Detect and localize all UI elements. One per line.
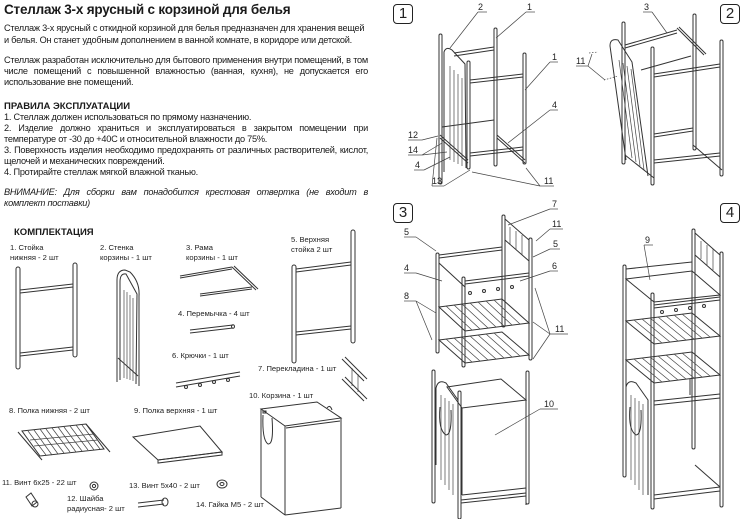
part-6-hooks-drawing (176, 372, 240, 389)
warning-note: ВНИМАНИЕ: Для сборки вам понадобится кре… (4, 187, 368, 208)
part-3-basket-frame-drawing (180, 266, 258, 296)
part-2-basket-wall-drawing (117, 270, 139, 386)
step-2-frame (610, 14, 723, 185)
usage-note-paragraph: Стеллаж разработан исключительно для быт… (4, 55, 368, 87)
step-3-callout: 10 (544, 399, 554, 409)
part-9-upper-shelf-drawing (133, 426, 222, 463)
shelf-wires (446, 300, 520, 362)
step-1-callout: 14 (408, 145, 418, 155)
part-1-label: 1. Стойка нижняя - 2 шт (10, 243, 59, 262)
part-7-back-bar-drawing (342, 357, 367, 401)
step-1-callout: 1 (552, 52, 557, 62)
step-4-diagram: 9 (580, 195, 742, 519)
step-3-callout: 11 (555, 324, 564, 334)
step-3-callout: 5 (553, 239, 558, 249)
step-3-callout: 5 (404, 227, 409, 237)
part-8-label: 8. Полка нижняя - 2 шт (9, 406, 90, 415)
part-4-crossbar-drawing (190, 325, 235, 333)
step-1-callout: 2 (478, 2, 483, 12)
step-1-callout: 4 (552, 100, 557, 110)
document-title: Стеллаж 3-х ярусный с корзиной для белья (4, 2, 291, 17)
part-label-line: корзины - 1 шт (186, 252, 238, 262)
kit-heading: КОМПЛЕКТАЦИЯ (14, 227, 94, 238)
step-1-callout: 4 (415, 160, 420, 170)
step-3-wire-shelves (439, 299, 529, 363)
shelf-wires (28, 425, 100, 455)
part-label-line: радиусная- 2 шт (67, 503, 125, 513)
step-2-callout: 11 (576, 56, 585, 66)
step-1-diagram: 2 1 1 4 12 14 4 13 11 (408, 2, 560, 200)
step-3-callout: 6 (552, 261, 557, 271)
step-4-basket (626, 379, 720, 499)
part-label-line: 12. Шайба (67, 494, 104, 503)
part-2-label: 2. Стенка корзины - 1 шт (100, 243, 152, 262)
step-3-diagram: 7 11 5 5 6 4 8 11 10 (404, 199, 580, 519)
part-label-line: 2. Стенка (100, 243, 134, 252)
part-10-label: 10. Корзина - 1 шт (249, 391, 314, 400)
part-13-label: 13. Винт 5х40 - 2 шт (129, 481, 200, 490)
intro-paragraph: Стеллаж 3-х ярусный с откидной корзиной … (4, 23, 365, 45)
step-2-callout: 3 (644, 2, 649, 12)
step-2-callout-lines (576, 12, 667, 80)
step-4-callout-lines (644, 245, 653, 280)
step-1-callout: 1 (527, 2, 532, 12)
step-4-callout: 9 (645, 235, 650, 245)
rule-item: 3. Поверхность изделия необходимо предох… (4, 145, 368, 166)
part-13-screw-drawing (138, 498, 168, 507)
part-6-label: 6. Крючки - 1 шт (172, 351, 229, 360)
part-4-label: 4. Перемычка - 4 шт (178, 309, 250, 318)
part-label-line: 3. Рама (186, 243, 213, 252)
step-2-diagram: 3 11 (576, 2, 742, 200)
rules-list: 1. Стеллаж должен использоваться по прям… (4, 112, 368, 178)
part-3-label: 3. Рама корзины - 1 шт (186, 243, 238, 262)
part-label-line: 1. Стойка (10, 243, 44, 252)
shelf-wires (634, 314, 710, 382)
part-8-lower-shelf-drawing (18, 424, 110, 460)
rule-item: 4. Протирайте стеллаж мягкой влажной тка… (4, 167, 198, 177)
part-label-line: нижняя - 2 шт (10, 252, 59, 262)
part-label-line: стойка 2 шт (291, 244, 333, 254)
part-label-line: корзины - 1 шт (100, 252, 152, 262)
step-3-callout: 7 (552, 199, 557, 209)
part-10-basket-drawing (261, 402, 341, 515)
step-1-callout-lines (408, 12, 558, 186)
step-4-badge: 4 (720, 203, 740, 223)
part-12-label: 12. Шайба радиусная- 2 шт (67, 494, 125, 513)
step-2-badge: 2 (720, 4, 740, 24)
part-11-screw-drawing (26, 493, 38, 507)
step-1-callout: 13 (432, 176, 442, 186)
step-3-callout: 4 (404, 263, 409, 273)
parts-illustrations (0, 0, 380, 519)
part-14-nut-drawing (217, 480, 227, 488)
part-11-label: 11. Винт 6х25 - 22 шт (2, 478, 77, 487)
part-12-washer-drawing (90, 482, 98, 490)
step-1-callout: 11 (544, 176, 553, 186)
rule-item: 1. Стеллаж должен использоваться по прям… (4, 112, 252, 122)
step-3-badge: 3 (393, 203, 413, 223)
step-3-upper-unit (436, 215, 532, 367)
rules-heading: ПРАВИЛА ЭКСПЛУАТАЦИИ (4, 101, 131, 112)
step-3-callout: 8 (404, 291, 409, 301)
step-4-wire-shelves (626, 313, 720, 383)
step-1-badge: 1 (393, 4, 413, 24)
part-9-label: 9. Полка верхняя - 1 шт (134, 406, 218, 415)
step-1-frame (439, 28, 526, 184)
part-14-label: 14. Гайка М5 - 2 шт (196, 500, 264, 509)
part-7-label: 7. Перекладина - 1 шт (258, 364, 337, 373)
part-5-upper-post-drawing (292, 230, 355, 363)
part-label-line: 5. Верхняя (291, 235, 330, 244)
step-3-callout: 11 (552, 219, 561, 229)
part-1-lower-post-drawing (16, 263, 77, 369)
part-5-label: 5. Верхняя стойка 2 шт (291, 235, 332, 254)
rule-item: 2. Изделие должно храниться и эксплуатир… (4, 123, 368, 144)
step-1-callout: 12 (408, 130, 418, 140)
step-4-assembled-unit (623, 229, 723, 509)
step-3-callout-lines (404, 209, 568, 435)
step-3-basket-unit (432, 370, 529, 519)
